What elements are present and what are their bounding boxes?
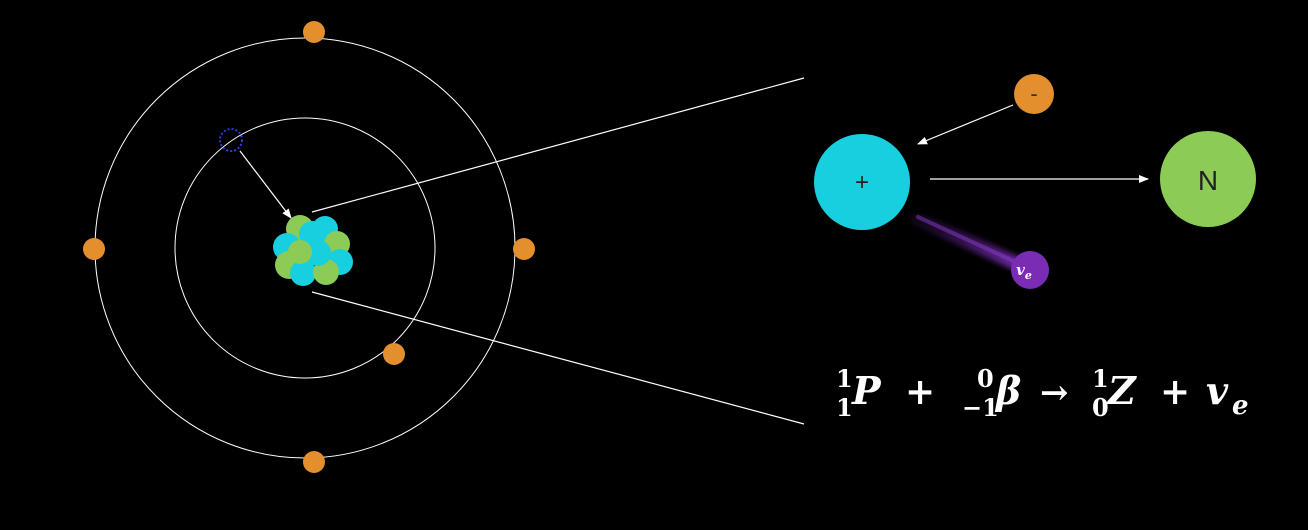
nucleus: [273, 215, 353, 286]
electron-arrow: [917, 104, 1014, 145]
orbit-electron: [383, 343, 405, 365]
neutrino-label: ve: [1016, 261, 1032, 282]
orbit-electron: [303, 21, 325, 43]
neutron-letter: N: [1198, 165, 1218, 196]
eq-term3-superscript: 1: [1092, 364, 1109, 393]
eq-term1-subscript: 1: [836, 393, 853, 422]
orbit-electron: [303, 451, 325, 473]
eq-arrow: →: [1040, 373, 1069, 413]
orbit-electron: [513, 238, 535, 260]
orbit-electron: [83, 238, 105, 260]
inner-orbit: [174, 117, 436, 379]
eq-term2-symbol: β: [994, 368, 1021, 413]
electron-sign: -: [1030, 81, 1037, 106]
neutrino-trail-core: [916, 215, 1022, 266]
neutrino-label-main: v: [1016, 261, 1025, 279]
proton-sign: +: [855, 169, 869, 196]
neutron: [1160, 131, 1256, 227]
captured-electron-position: [219, 128, 243, 152]
eq-term1-superscript: 1: [836, 364, 853, 393]
electron-capture-equation: 1 1 P + 0 −1 β → 1 0 Z + v e: [836, 364, 1249, 422]
incoming-electron: [1014, 74, 1054, 114]
zoom-line-top: [311, 77, 805, 213]
eq-term3-subscript: 0: [1092, 393, 1109, 422]
eq-term2-subscript: −1: [962, 393, 999, 422]
neutrino: [1011, 251, 1049, 289]
eq-plus-1: +: [905, 371, 935, 413]
eq-term2-superscript: 0: [977, 364, 994, 393]
eq-plus-2: +: [1160, 371, 1190, 413]
eq-term1-symbol: P: [851, 368, 882, 413]
zoom-line-bottom: [311, 291, 805, 425]
capture-arrow: [239, 150, 292, 219]
proton: [814, 134, 910, 230]
eq-term4-symbol: v: [1206, 368, 1229, 413]
eq-term4-subscript: e: [1232, 391, 1249, 421]
neutrino-label-sub: e: [1025, 269, 1032, 282]
eq-term3-symbol: Z: [1106, 368, 1137, 413]
